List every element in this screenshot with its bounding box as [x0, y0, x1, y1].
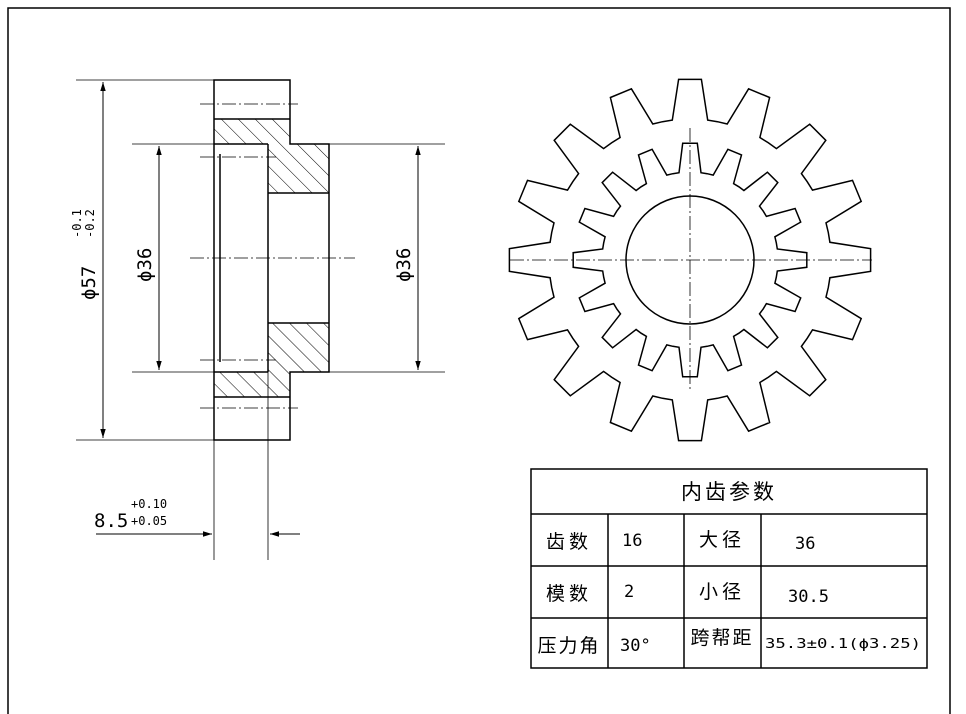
section-view — [76, 79, 445, 560]
row1-val2: 36 — [795, 534, 815, 554]
hatch-lower-hub — [268, 323, 329, 372]
row2-val2: 30.5 — [788, 587, 829, 607]
row1-key2: 大径 — [699, 529, 745, 551]
svg-text:ϕ36: ϕ36 — [134, 248, 156, 282]
row1-key1: 齿数 — [546, 531, 592, 553]
row3-val2: 35.3±0.1(ϕ3.25) — [765, 637, 921, 652]
row3-key2: 跨帮距 — [690, 627, 753, 649]
table-text: 内齿参数 齿数 16 大径 36 模数 2 小径 30.5 压力角 30° 跨帮… — [537, 480, 921, 657]
row1-val1: 16 — [622, 531, 642, 551]
svg-text:-0.1: -0.1 — [70, 209, 84, 238]
dim-hub-text: ϕ36 — [393, 248, 415, 282]
gear-spline-profile — [572, 142, 808, 378]
svg-text:+0.10: +0.10 — [131, 497, 167, 511]
hatch-upper-hub — [268, 144, 329, 193]
parameter-table — [530, 468, 928, 669]
dim-outer-text: ϕ57 -0.1 -0.2 — [70, 209, 100, 300]
dim-bore-text: ϕ36 — [134, 248, 156, 282]
table-title: 内齿参数 — [681, 480, 777, 504]
hatch-lower-flange — [214, 372, 290, 397]
row3-key1: 压力角 — [537, 635, 600, 657]
svg-text:ϕ36: ϕ36 — [393, 248, 415, 282]
drawing-frame — [7, 7, 951, 714]
table-border — [530, 468, 928, 669]
dimension-lines — [96, 82, 421, 537]
gear-front-view — [508, 78, 872, 442]
gear-outer-profile — [508, 78, 872, 442]
svg-text:+0.05: +0.05 — [131, 514, 167, 528]
row2-val1: 2 — [624, 582, 634, 602]
row3-val1: 30° — [620, 636, 651, 656]
row2-key2: 小径 — [699, 581, 745, 603]
dim-groove-text: 8.5 +0.10 +0.05 — [94, 497, 167, 532]
svg-text:ϕ57: ϕ57 — [78, 266, 100, 300]
hatch-upper-flange — [214, 119, 290, 144]
row2-key1: 模数 — [546, 583, 592, 605]
svg-text:8.5: 8.5 — [94, 510, 128, 532]
svg-text:-0.2: -0.2 — [83, 209, 97, 238]
